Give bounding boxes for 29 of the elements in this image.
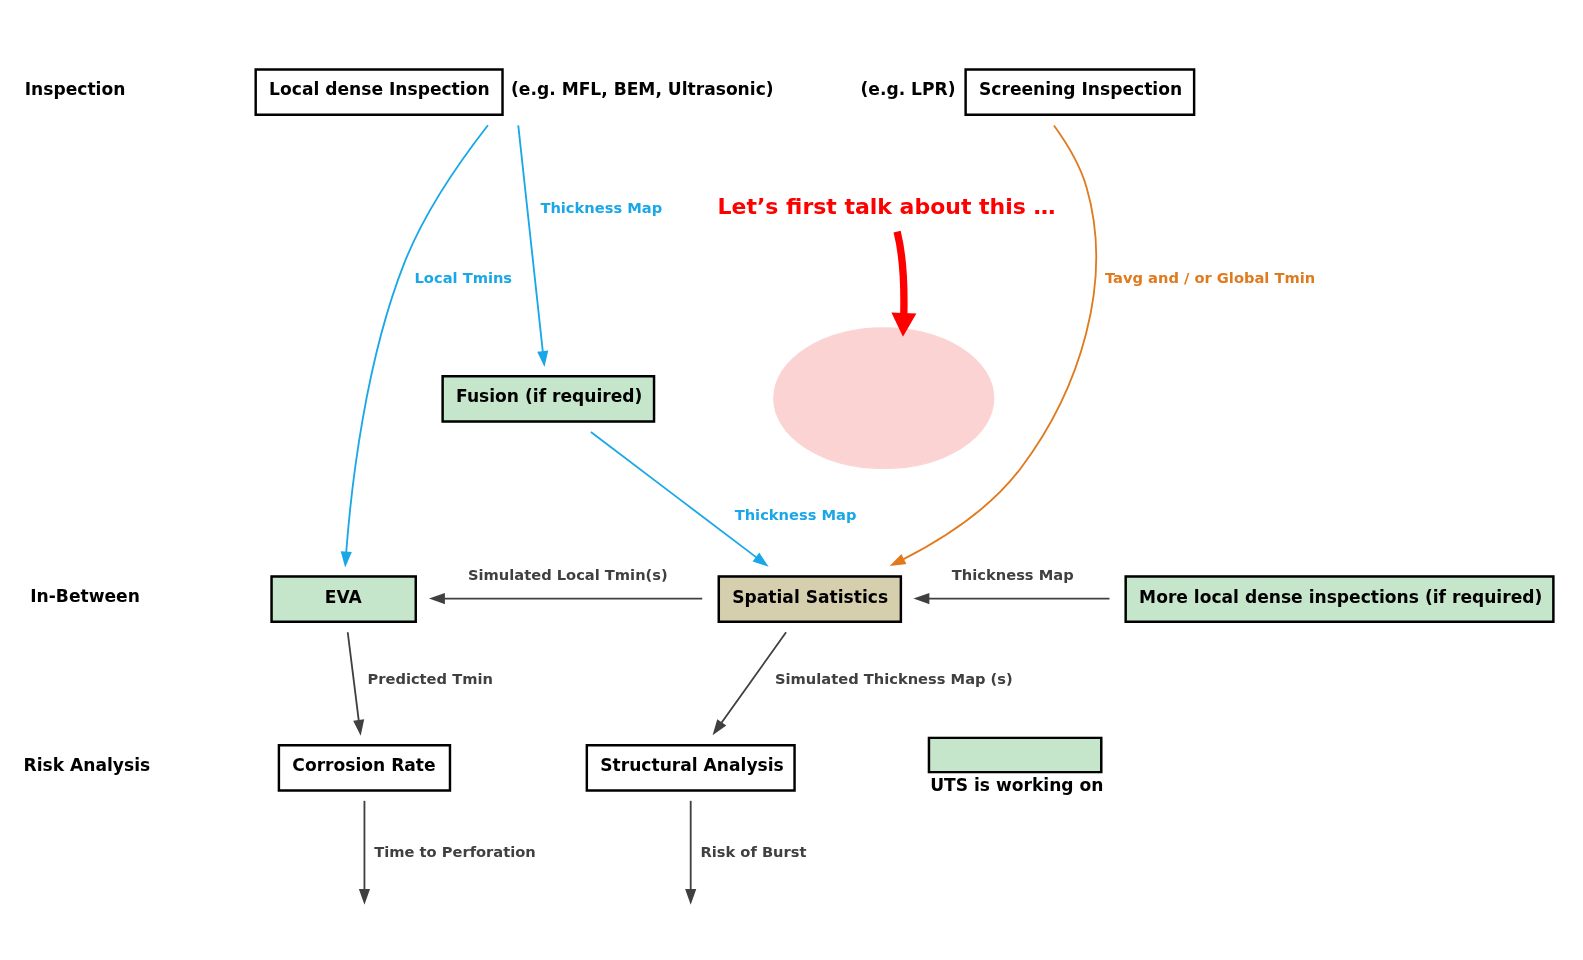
edge-label: Predicted Tmin	[367, 669, 493, 687]
node-text: Let’s first talk about this …	[717, 193, 1056, 219]
arrow	[517, 123, 549, 367]
label: Inspection	[24, 78, 126, 99]
arrow	[429, 592, 704, 604]
label: In-Between	[30, 585, 140, 606]
edge-label: Risk of Burst	[700, 842, 807, 860]
arrow	[358, 799, 370, 905]
edge-label: Tavg and / or Global Tmin	[1104, 268, 1316, 286]
arrow	[712, 630, 787, 735]
edge-label: Thickness Map	[951, 565, 1074, 583]
arrow	[913, 592, 1111, 604]
arrow	[340, 123, 489, 568]
legend-label: UTS is working on	[930, 774, 1104, 795]
arrow	[590, 430, 769, 567]
edge-label: Time to Perforation	[374, 842, 536, 860]
edge-label: Thickness Map	[734, 505, 857, 523]
label: Risk Analysis	[23, 754, 151, 775]
arrow	[889, 124, 1098, 566]
node-label: (e.g. LPR)	[860, 78, 956, 99]
edge-label: Thickness Map	[540, 198, 663, 216]
node-label: (e.g. MFL, BEM, Ultrasonic)	[511, 78, 774, 99]
edge-label: Simulated Thickness Map (s)	[775, 669, 1013, 687]
arrow	[346, 630, 365, 736]
edge-label: Local Tmins	[414, 268, 513, 286]
arrow	[685, 799, 697, 905]
node-ellipse	[773, 326, 995, 469]
arrow	[891, 230, 917, 337]
edge-label: Simulated Local Tmin(s)	[468, 565, 668, 583]
